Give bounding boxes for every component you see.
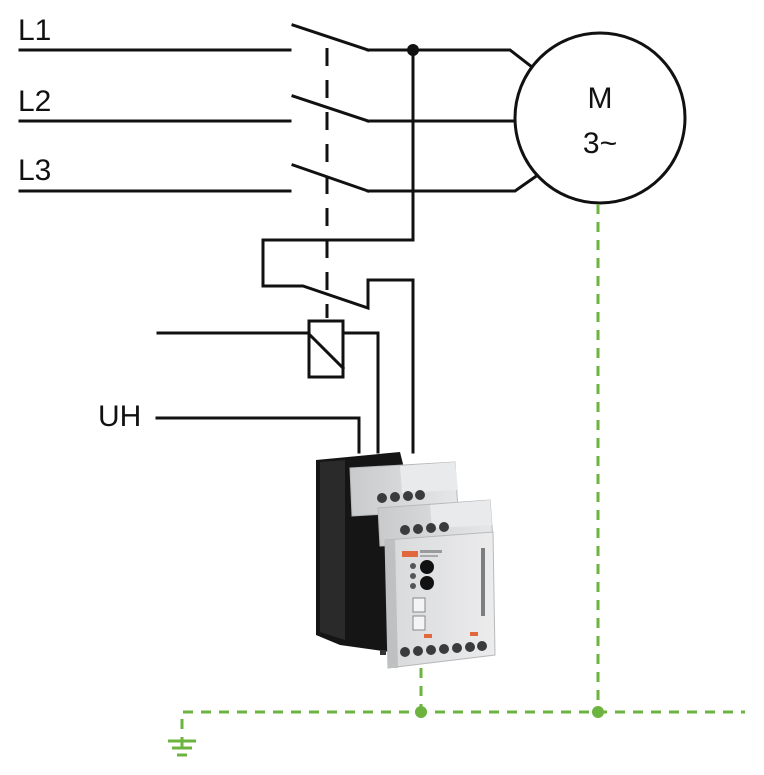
motor-symbol: M 3~: [513, 31, 687, 205]
ground-icon: [168, 739, 196, 757]
bottom-terminal-screws: [400, 641, 487, 657]
setting-knob-2: [420, 576, 434, 590]
main-contactor: [291, 23, 370, 193]
measurement-tap-wire: [261, 48, 415, 454]
insulation-monitoring-relay: [316, 452, 496, 669]
coil-to-relay-wire: [341, 331, 380, 454]
motor-label-m: M: [588, 82, 613, 115]
motor-label-3phase: 3~: [583, 127, 617, 160]
reset-button: [412, 615, 426, 631]
brand-logo: [402, 551, 418, 557]
supply-wire-uh: [155, 416, 361, 454]
contact-blade-l2: [291, 94, 370, 123]
test-button: [412, 597, 426, 613]
contact-blade-l3: [291, 163, 370, 193]
supply-label-uh: UH: [98, 400, 141, 433]
motor-feed-l3: [366, 174, 538, 193]
earth-bus: [180, 710, 745, 747]
top-terminal-screws: [377, 490, 425, 503]
phase-label-l2: L2: [18, 85, 51, 118]
motor-feed-l1: [366, 48, 535, 70]
setting-knob-1: [420, 560, 434, 574]
protective-earth: [168, 204, 745, 757]
earth-junction-motor: [592, 706, 604, 718]
phase-label-l3: L3: [18, 154, 51, 187]
contact-blade-l1: [291, 23, 370, 52]
coil-diagonal: [306, 331, 346, 371]
motor-circle: [513, 31, 687, 205]
led-bargraph: [481, 548, 485, 616]
phase-label-l1: L1: [18, 14, 51, 47]
earth-junction-relay: [415, 706, 427, 718]
middle-terminal-screws: [400, 522, 449, 535]
